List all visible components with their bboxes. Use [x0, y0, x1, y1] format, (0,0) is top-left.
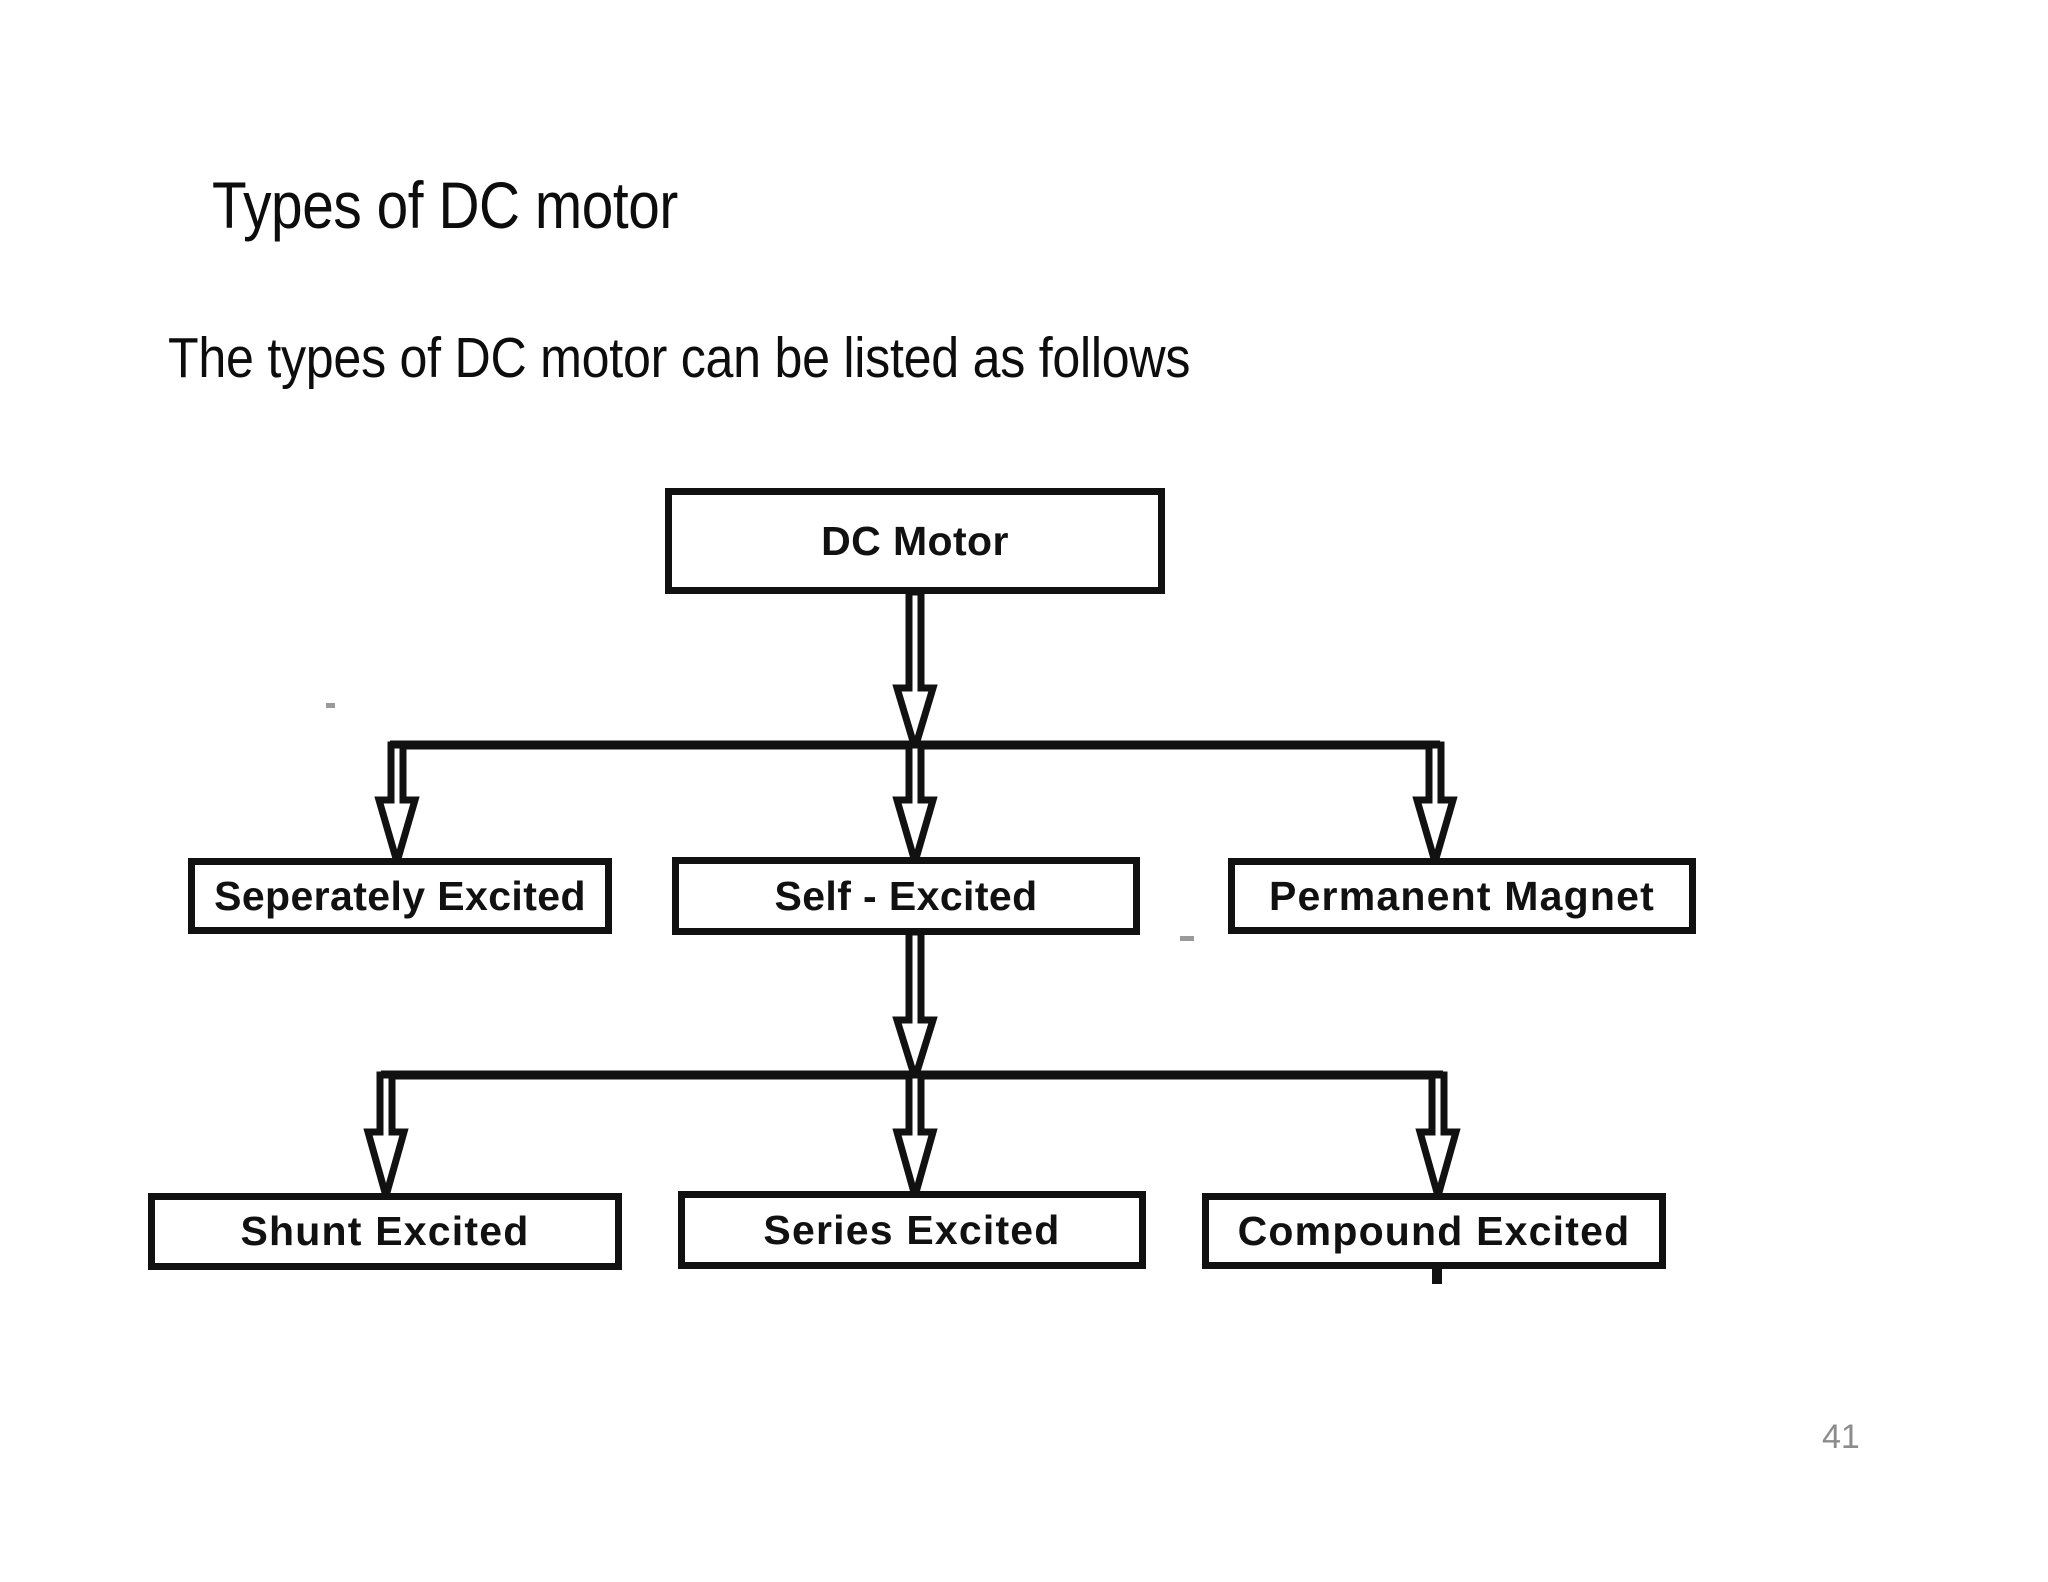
node-shunt-excited-label: Shunt Excited [240, 1208, 530, 1254]
stray-mark-middle [1180, 936, 1194, 941]
edge-bus1-to-permanent-magnet [1412, 741, 1458, 875]
node-seperately-excited[interactable]: Seperately Excited [188, 858, 612, 934]
page-number: 41 [1822, 1418, 1860, 1456]
node-compound-excited-label: Compound Excited [1237, 1207, 1631, 1254]
node-permanent-magnet[interactable]: Permanent Magnet [1228, 858, 1696, 934]
node-dc-motor-label: DC Motor [821, 517, 1009, 564]
node-dc-motor[interactable]: DC Motor [665, 488, 1165, 594]
node-shunt-excited[interactable]: Shunt Excited [148, 1193, 622, 1270]
stray-mark-compound [1432, 1268, 1442, 1284]
slide-subtitle: The types of DC motor can be listed as f… [168, 326, 1191, 390]
node-series-excited[interactable]: Series Excited [678, 1191, 1146, 1269]
node-self-excited[interactable]: Self - Excited [672, 857, 1140, 935]
edge-bus1-to-seperately-excited [374, 741, 420, 875]
edge-self-excited-to-bus2 [892, 928, 938, 1090]
edge-bus2-to-series-excited [892, 1071, 938, 1209]
node-seperately-excited-label: Seperately Excited [214, 872, 586, 919]
node-self-excited-label: Self - Excited [774, 872, 1038, 919]
edge-dc-motor-to-bus1 [892, 588, 938, 761]
node-series-excited-label: Series Excited [763, 1206, 1061, 1253]
stray-mark-left [326, 703, 335, 708]
page-title: Types of DC motor [212, 168, 678, 242]
node-permanent-magnet-label: Permanent Magnet [1269, 872, 1655, 919]
edge-bus2-to-shunt-excited [363, 1071, 409, 1209]
node-compound-excited[interactable]: Compound Excited [1202, 1193, 1666, 1269]
edge-bus1-to-self-excited [892, 741, 938, 875]
edge-bus2-to-compound-excited [1415, 1071, 1461, 1209]
